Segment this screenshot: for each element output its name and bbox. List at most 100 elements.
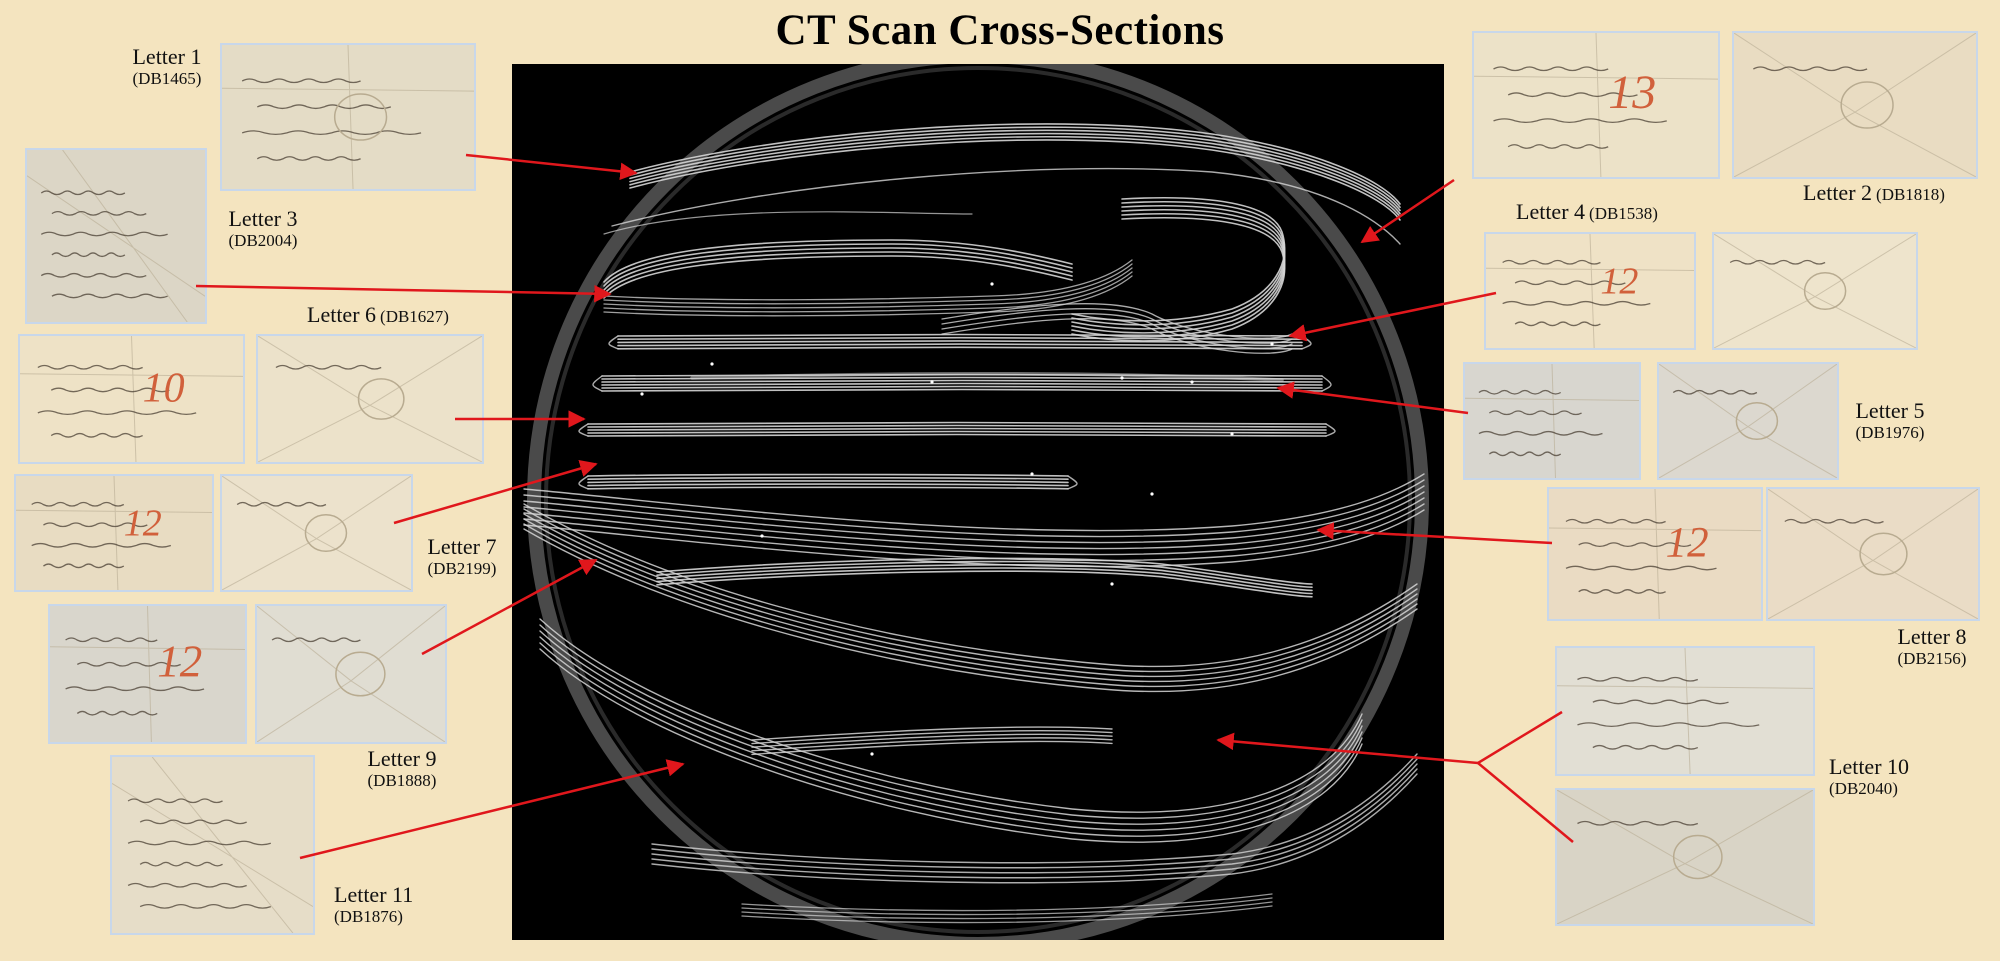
scan-layer-line <box>603 271 1133 313</box>
handwriting-stroke <box>139 903 272 909</box>
letter-photo <box>1657 362 1839 480</box>
letter-photo <box>256 334 484 464</box>
scan-layer-line <box>656 564 1313 592</box>
letter-photo <box>1555 646 1815 776</box>
scan-layer-line <box>601 388 1323 392</box>
scan-layer-line <box>608 335 619 350</box>
paper-surface <box>1734 33 1976 177</box>
handwriting-stroke <box>1488 451 1562 457</box>
paper-surface <box>257 606 445 742</box>
letter-id: (DB1976) <box>1855 423 1925 443</box>
handwriting-stroke <box>50 387 170 393</box>
scan-layer-line <box>603 239 1073 283</box>
letter-photo <box>1555 788 1815 926</box>
handwriting-stroke <box>51 210 147 216</box>
handwriting-stroke <box>65 686 205 692</box>
handwriting-stroke <box>1507 92 1638 98</box>
scan-speckle <box>710 362 714 366</box>
paper-surface <box>1549 489 1761 619</box>
handwriting-stroke <box>1478 430 1603 436</box>
scan-layer-line <box>587 476 1069 480</box>
handwriting-stroke <box>40 190 126 196</box>
scan-layer-line <box>603 247 1073 291</box>
scan-layer-line <box>941 303 1293 339</box>
letter-photo: 12 <box>14 474 214 592</box>
handwriting-stroke <box>40 231 168 237</box>
scan-layer-line <box>629 139 1401 221</box>
letter-name: Letter 9 <box>367 746 437 771</box>
letter-photo <box>25 148 207 324</box>
handwriting-stroke <box>37 410 197 416</box>
handwriting-stroke <box>271 637 361 643</box>
paper-surface <box>222 45 474 189</box>
scan-layer-line <box>587 421 1327 425</box>
scan-layer-line <box>601 382 1323 386</box>
handwriting-stroke <box>256 156 361 161</box>
scan-layer-line <box>578 475 589 490</box>
scan-layer-line <box>941 313 1293 349</box>
letter-name: Letter 2 <box>1803 180 1873 205</box>
fold-crease <box>257 606 445 742</box>
scan-layer-line <box>751 740 1113 756</box>
letter-photo-image <box>1768 489 1978 619</box>
scan-layer-line <box>587 486 1069 490</box>
scan-layer-line <box>656 557 1313 585</box>
scan-layer-line <box>587 473 1069 477</box>
scan-layer-line <box>941 308 1293 344</box>
scan-layer-line <box>603 211 973 235</box>
handwriting-stroke <box>31 501 125 507</box>
scan-layer-line <box>523 497 1425 556</box>
letter-photo-image <box>1734 33 1976 177</box>
scan-layer-line <box>523 518 1418 683</box>
letter-id: (DB2199) <box>427 559 497 579</box>
handwriting-stroke <box>76 710 158 716</box>
scan-layer-line <box>601 385 1323 389</box>
paper-surface <box>20 336 243 462</box>
ct-scan-image <box>523 64 1429 940</box>
fold-crease <box>1474 33 1718 177</box>
letter-photo-image: 13 <box>1474 33 1718 177</box>
handwriting-stroke <box>1578 542 1692 548</box>
scan-speckle <box>1150 492 1154 496</box>
letter-name: Letter 7 <box>427 534 497 559</box>
scan-layer-line <box>1071 208 1286 334</box>
handwriting-stroke <box>127 882 247 888</box>
label-letter-3: Letter 3 (DB2004) <box>208 206 318 251</box>
letter-photo-image: 12 <box>1486 234 1694 348</box>
scan-layer-line <box>690 371 1284 382</box>
handwriting-stroke <box>256 104 392 110</box>
scan-layer-line <box>523 473 1425 532</box>
letter-photo: 12 <box>1484 232 1696 350</box>
letter-photo-image: 12 <box>16 476 212 590</box>
scan-layer-line <box>523 528 1418 693</box>
scan-layer-line <box>603 243 1073 287</box>
scan-layer-line <box>539 624 1363 819</box>
label-letter-7: Letter 7 (DB2199) <box>412 534 512 579</box>
handwriting-stroke <box>127 798 223 804</box>
scan-layer-line <box>651 758 1418 869</box>
fold-crease <box>1659 364 1837 478</box>
paper-surface <box>222 476 411 590</box>
letter-photo-image: 12 <box>1549 489 1761 619</box>
figure-title: CT Scan Cross-Sections <box>775 7 1225 54</box>
letter-name: Letter 6 <box>307 302 377 327</box>
scan-speckle <box>930 380 934 384</box>
handwriting-stroke <box>139 861 223 867</box>
scan-layer-line <box>741 901 1273 920</box>
label-letter-9: Letter 9 (DB1888) <box>352 746 452 791</box>
handwriting-stroke <box>76 661 181 667</box>
scan-layer-line <box>629 132 1401 215</box>
handwriting-stroke <box>1514 280 1626 286</box>
paper-surface <box>1474 33 1718 177</box>
scan-layer-line <box>1325 423 1336 437</box>
scan-layer-line <box>651 753 1418 864</box>
label-letter-4: Letter 4 (DB1538) <box>1516 199 1658 224</box>
scan-layer-line <box>1321 375 1332 392</box>
fold-crease <box>1734 33 1976 177</box>
scan-layer-line <box>603 259 1133 301</box>
scan-layer-line <box>651 768 1418 879</box>
handwriting-stroke <box>241 130 422 135</box>
paper-surface <box>258 336 482 462</box>
scan-layer-line <box>741 897 1273 916</box>
